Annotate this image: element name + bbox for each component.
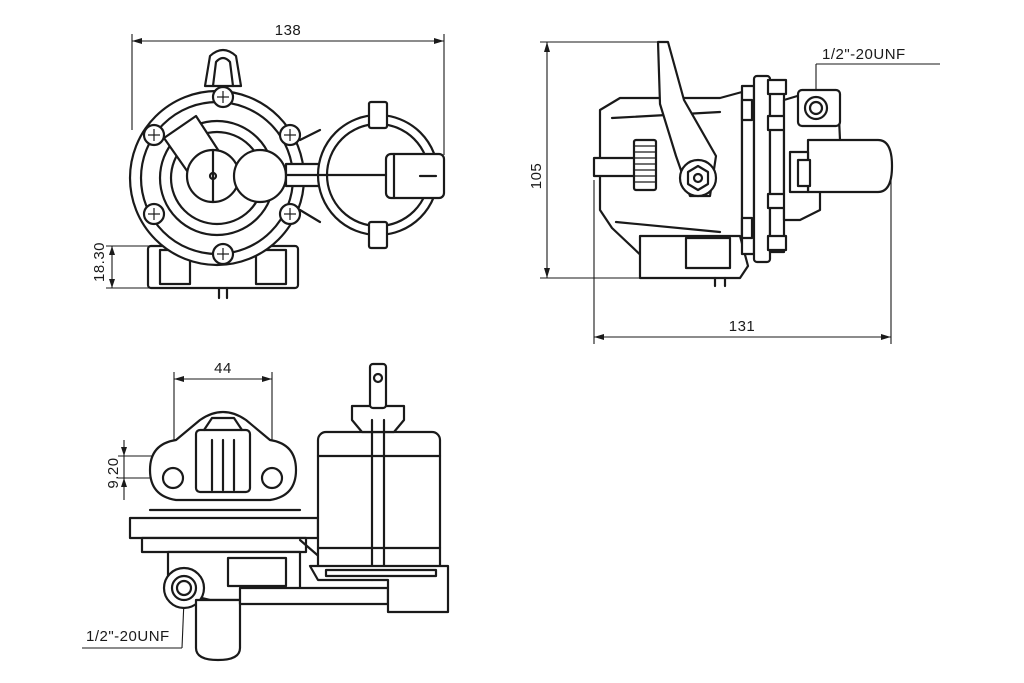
screw-icon: [142, 85, 302, 266]
top-view: 138 18.30: [91, 22, 446, 300]
dim-flange-height: 18.30: [91, 242, 108, 282]
bottom-view: 44 9.20 1/2"-20UNF: [82, 360, 450, 662]
thread-label-side: 1/2"-20UNF: [822, 46, 906, 63]
dim-side-height: 105: [528, 163, 545, 190]
dimension-138: 138: [131, 22, 445, 155]
dim-bottom-width: 44: [214, 360, 232, 377]
thread-callout-bottom: 1/2"-20UNF: [82, 599, 185, 649]
dimension-105: 105: [528, 41, 664, 279]
side-view: 105 131 1/2"-20UNF: [528, 40, 940, 344]
dimension-18-30: 18.30: [91, 242, 150, 289]
dim-side-length: 131: [729, 318, 756, 335]
dim-port-offset: 9.20: [105, 457, 122, 488]
dim-top-width: 138: [275, 22, 302, 39]
thread-label-bottom: 1/2"-20UNF: [86, 628, 170, 645]
dimension-131: 131: [593, 180, 892, 344]
